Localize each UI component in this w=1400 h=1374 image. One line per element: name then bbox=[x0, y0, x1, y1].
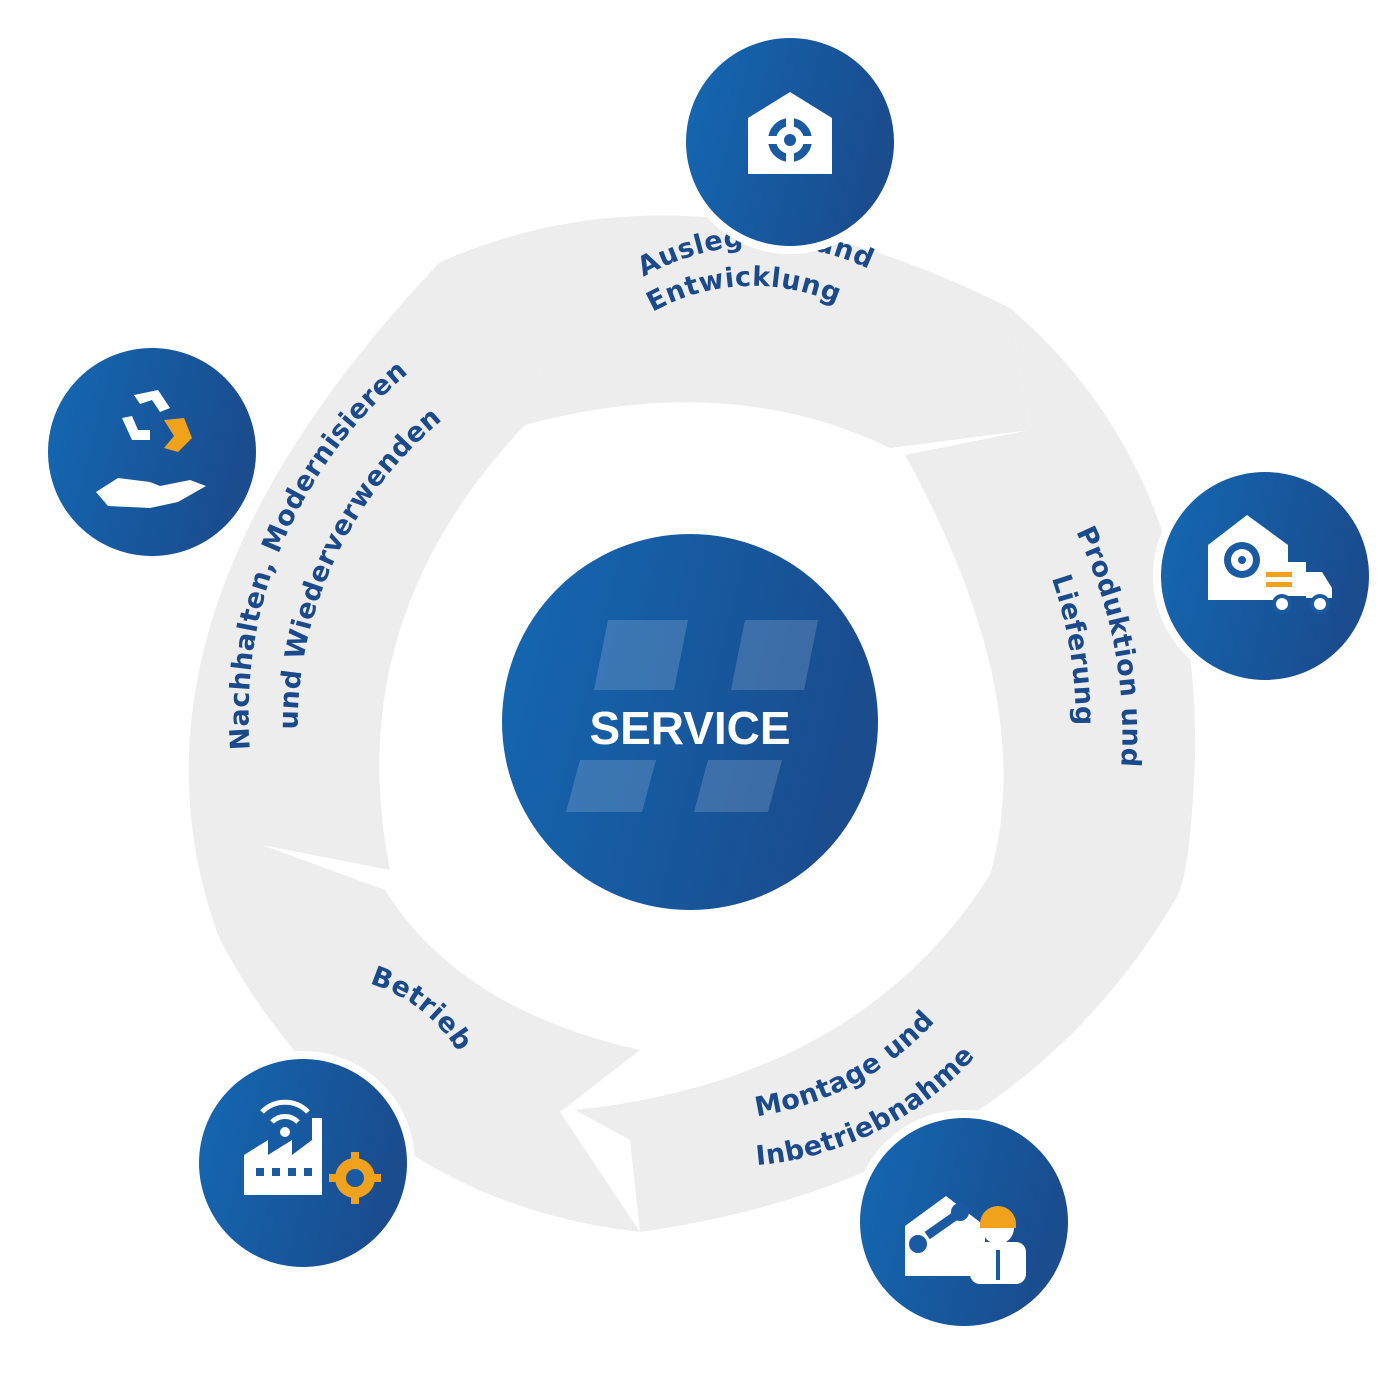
stage-node-design bbox=[678, 30, 902, 254]
factory-wifi-gear-icon bbox=[244, 1099, 381, 1204]
stage-node-operation bbox=[191, 1051, 415, 1275]
house-gear-truck-icon bbox=[1208, 515, 1332, 614]
ring-segment-design bbox=[440, 215, 1030, 448]
house-gear-icon bbox=[748, 92, 832, 174]
ring-segment-assembly bbox=[575, 875, 1175, 1232]
stage-node-sustain bbox=[40, 340, 264, 564]
house-wrench-worker-icon bbox=[905, 1196, 1026, 1284]
ring-segment-production bbox=[905, 308, 1196, 945]
recycle-hand-icon bbox=[96, 390, 206, 508]
cycle-ring bbox=[188, 215, 1196, 1232]
h-logo-watermark bbox=[566, 620, 818, 812]
stage-node-assembly bbox=[852, 1110, 1076, 1334]
center-node: SERVICE bbox=[495, 527, 885, 917]
ring-segment-operation bbox=[220, 845, 640, 1232]
ring-segment-sustain bbox=[188, 262, 555, 940]
center-label: SERVICE bbox=[589, 702, 790, 754]
stage-node-production bbox=[1153, 464, 1377, 688]
